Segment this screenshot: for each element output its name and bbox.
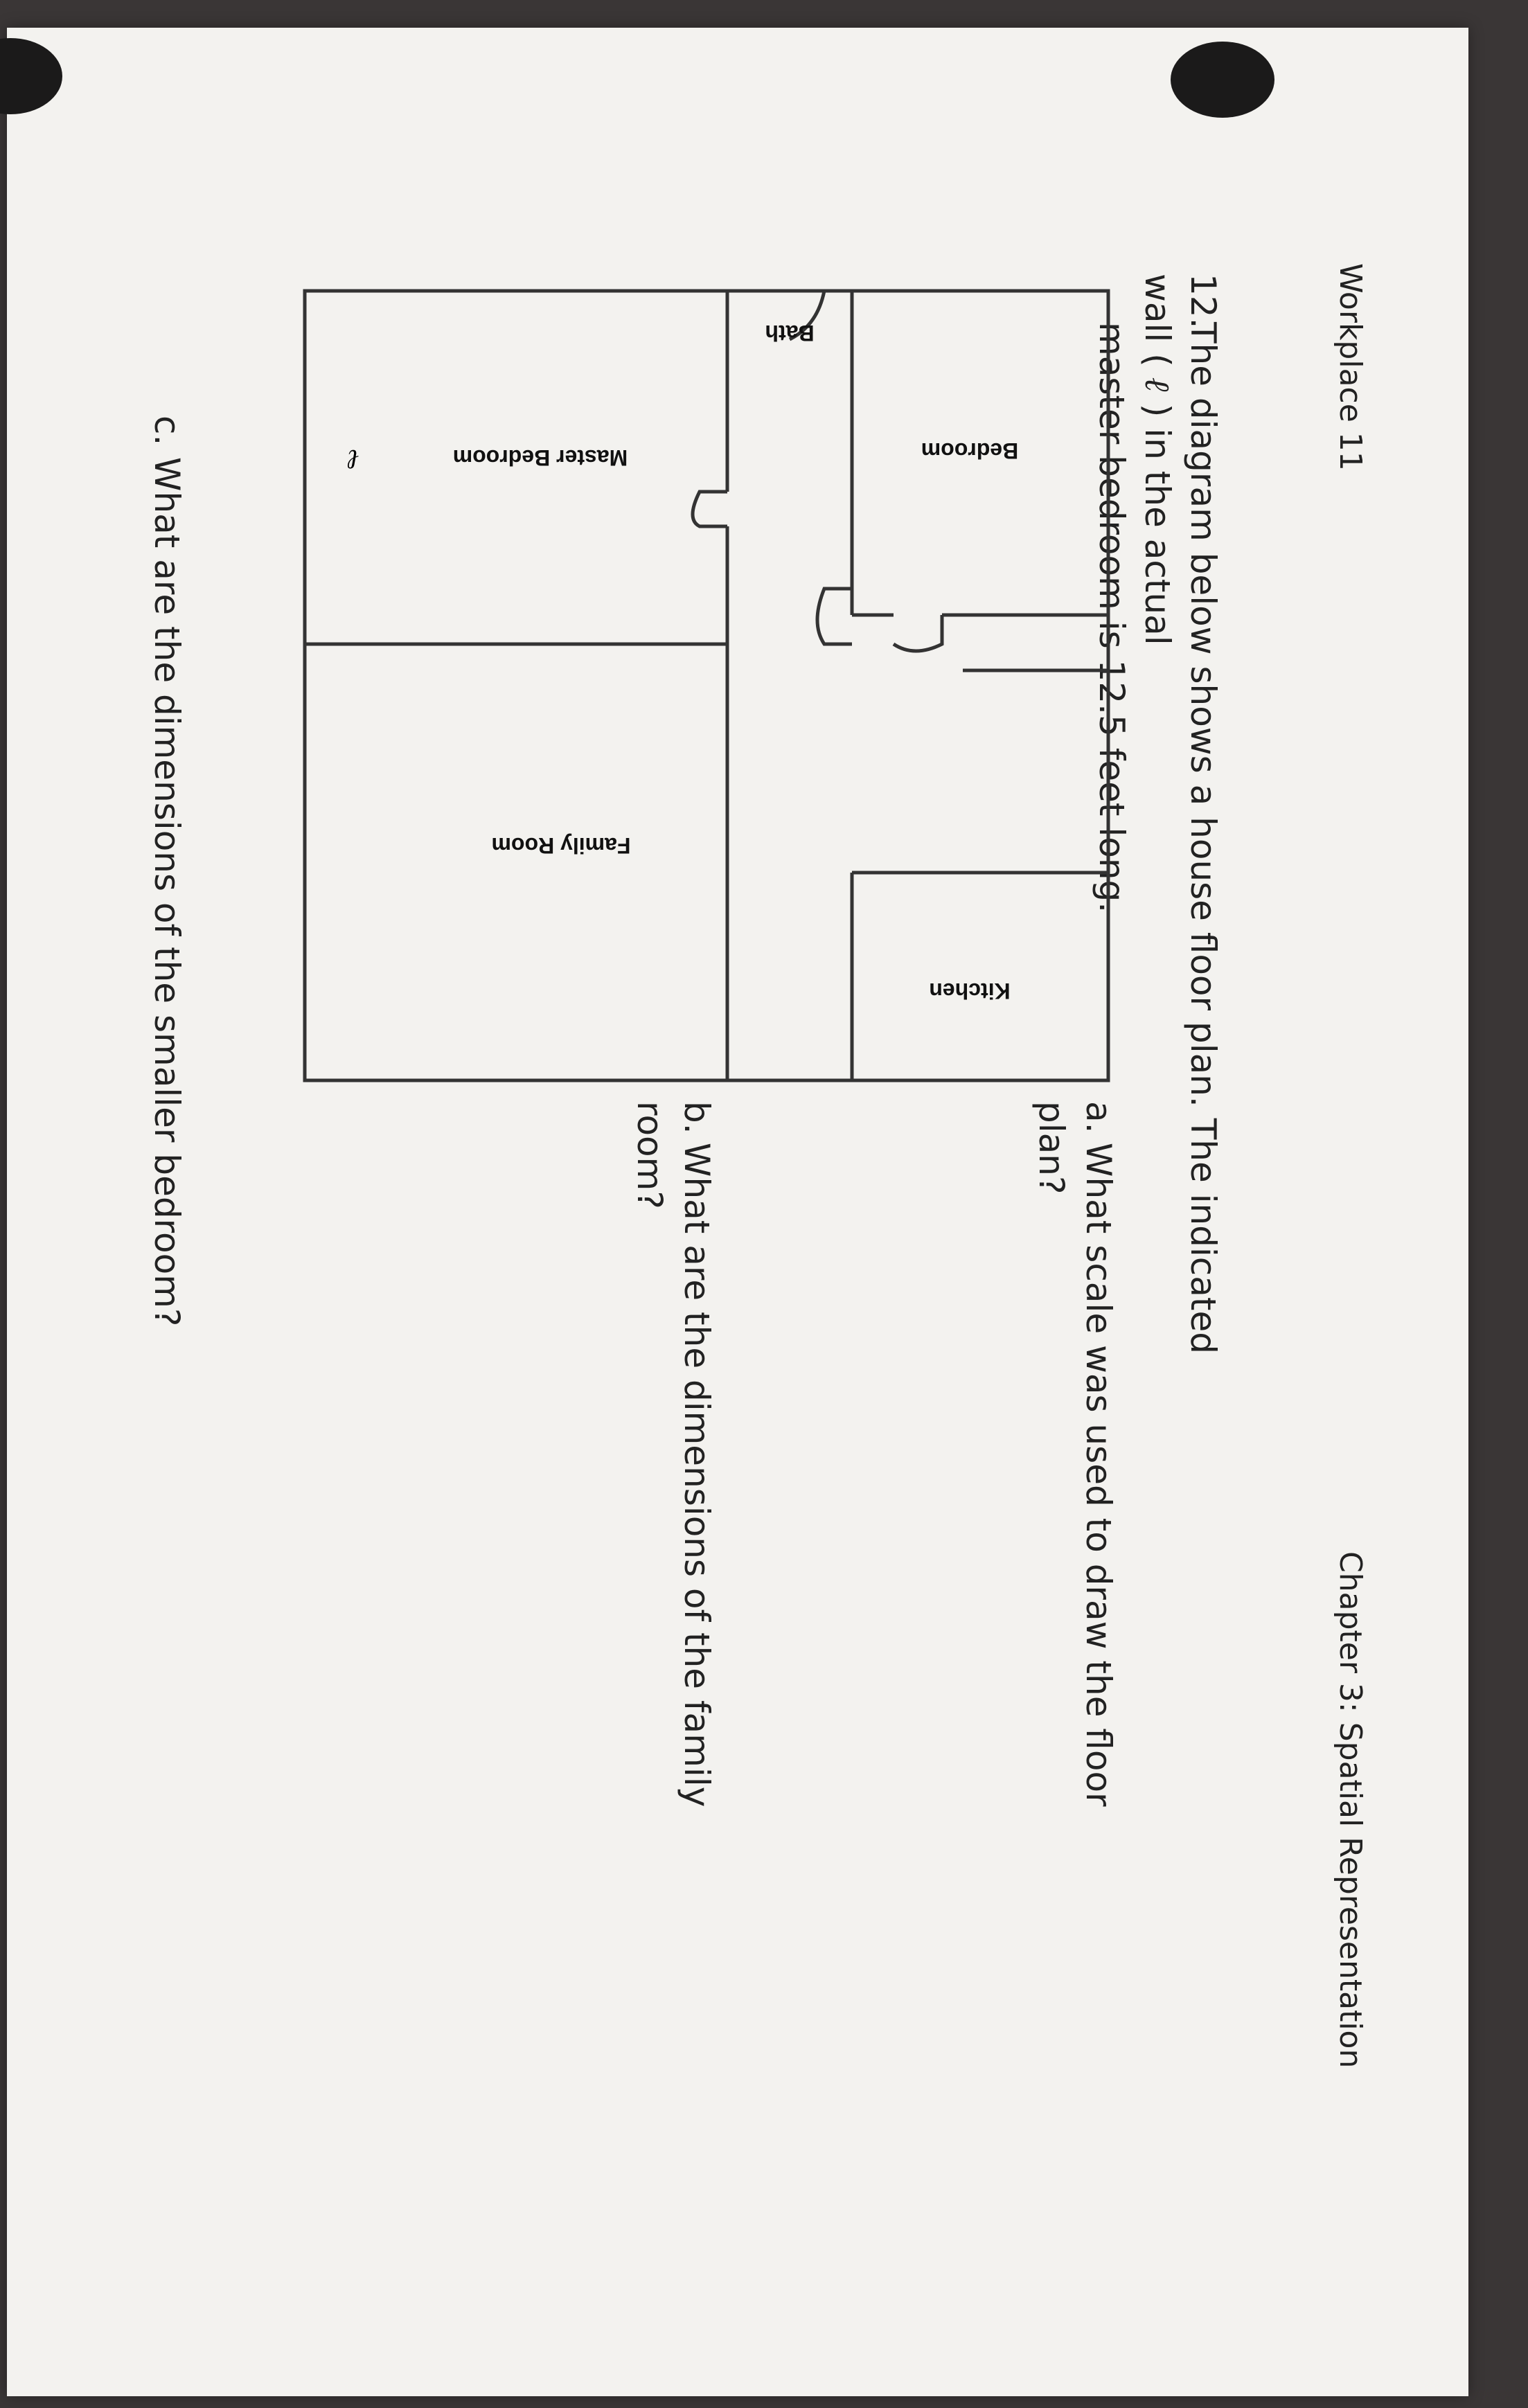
- question-line1-end: ) in the actual: [1137, 403, 1178, 645]
- part-c-text: What are the dimensions of the smaller b…: [147, 457, 187, 1327]
- bath-door: [691, 490, 727, 528]
- wall-symbol: ℓ: [1137, 377, 1178, 393]
- room-label-bedroom: Bedroom: [921, 438, 1018, 463]
- punch-hole-right: [1171, 42, 1274, 118]
- room-label-kitchen: Kitchen: [929, 979, 1010, 1004]
- part-a: a.What scale was used to draw the floor …: [1028, 1101, 1122, 1898]
- rotated-document: Workplace 11 Chapter 3: Spatial Represen…: [48, 28, 1503, 2369]
- worksheet-paper: [0, 28, 1468, 2396]
- bedroom-door: [892, 615, 944, 653]
- part-c-letter: c.: [147, 416, 187, 446]
- room-label-master-bedroom: Master Bedroom: [453, 445, 628, 470]
- outer-wall: [303, 289, 1110, 1082]
- part-b-text: What are the dimensions of the family ro…: [630, 1101, 717, 1808]
- part-b-letter: b.: [677, 1101, 717, 1134]
- kitchen-door: [815, 587, 852, 646]
- part-c: c. What are the dimensions of the smaller…: [143, 416, 190, 1662]
- part-a-text: What scale was used to draw the floor pl…: [1031, 1101, 1119, 1807]
- house-floor-plan: Bedroom Kitchen Bath Family Room Master …: [303, 289, 1110, 1082]
- master-door: [788, 289, 852, 341]
- header-workplace: Workplace 11: [1333, 263, 1368, 471]
- part-b: b.What are the dimensions of the family …: [626, 1101, 720, 1898]
- part-a-letter: a.: [1078, 1101, 1119, 1134]
- room-label-bath: Bath: [765, 321, 814, 346]
- room-label-family-room: Family Room: [492, 833, 631, 858]
- wall-marker-l: ℓ: [347, 443, 359, 475]
- header-chapter: Chapter 3: Spatial Representation: [1333, 1551, 1368, 2069]
- question-number: 12.: [1183, 274, 1223, 329]
